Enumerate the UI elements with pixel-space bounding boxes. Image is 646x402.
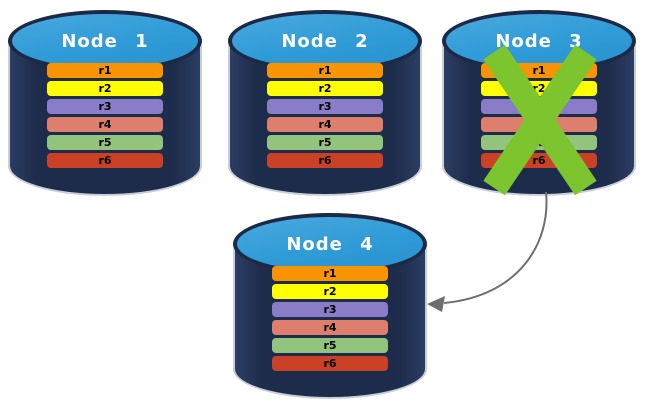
node-4-title: Node 4 [286, 233, 374, 255]
node-2-row-r1: r1 [267, 63, 383, 78]
node-1-row-r6: r6 [47, 153, 163, 168]
node-1-rows: r1 r2 r3 r4 r5 r6 [47, 63, 163, 171]
node-1-row-r4: r4 [47, 117, 163, 132]
node-1-row-r5: r5 [47, 135, 163, 150]
node-2-rows: r1 r2 r3 r4 r5 r6 [267, 63, 383, 171]
node-4-cylinder-top: Node 4 [233, 213, 427, 275]
failover-arrow-line [443, 191, 548, 304]
node-2-row-r6: r6 [267, 153, 383, 168]
node-1-cylinder-top: Node 1 [8, 10, 202, 72]
node-1-row-r1: r1 [47, 63, 163, 78]
failure-x-icon [483, 44, 597, 196]
node-4-row-r2: r2 [272, 284, 388, 299]
node-2-row-r4: r4 [267, 117, 383, 132]
node-4-row-r3: r3 [272, 302, 388, 317]
node-3: Node 3 r1 r2 r3 r4 r5 r6 [442, 10, 636, 196]
node-2-cylinder-top: Node 2 [228, 10, 422, 72]
node-4-row-r6: r6 [272, 356, 388, 371]
node-1-title: Node 1 [61, 30, 149, 52]
node-4-row-r4: r4 [272, 320, 388, 335]
node-4-row-r1: r1 [272, 266, 388, 281]
node-4: Node 4 r1 r2 r3 r4 r5 r6 [233, 213, 427, 399]
node-1-row-r2: r2 [47, 81, 163, 96]
node-2-row-r5: r5 [267, 135, 383, 150]
node-4-rows: r1 r2 r3 r4 r5 r6 [272, 266, 388, 374]
node-1: Node 1 r1 r2 r3 r4 r5 r6 [8, 10, 202, 196]
node-4-row-r5: r5 [272, 338, 388, 353]
failover-arrowhead-icon [427, 296, 445, 312]
node-2-title: Node 2 [281, 30, 369, 52]
node-3-title: Node 3 [495, 30, 583, 52]
node-2-row-r3: r3 [267, 99, 383, 114]
node-1-row-r3: r3 [47, 99, 163, 114]
node-2: Node 2 r1 r2 r3 r4 r5 r6 [228, 10, 422, 196]
node-2-row-r2: r2 [267, 81, 383, 96]
